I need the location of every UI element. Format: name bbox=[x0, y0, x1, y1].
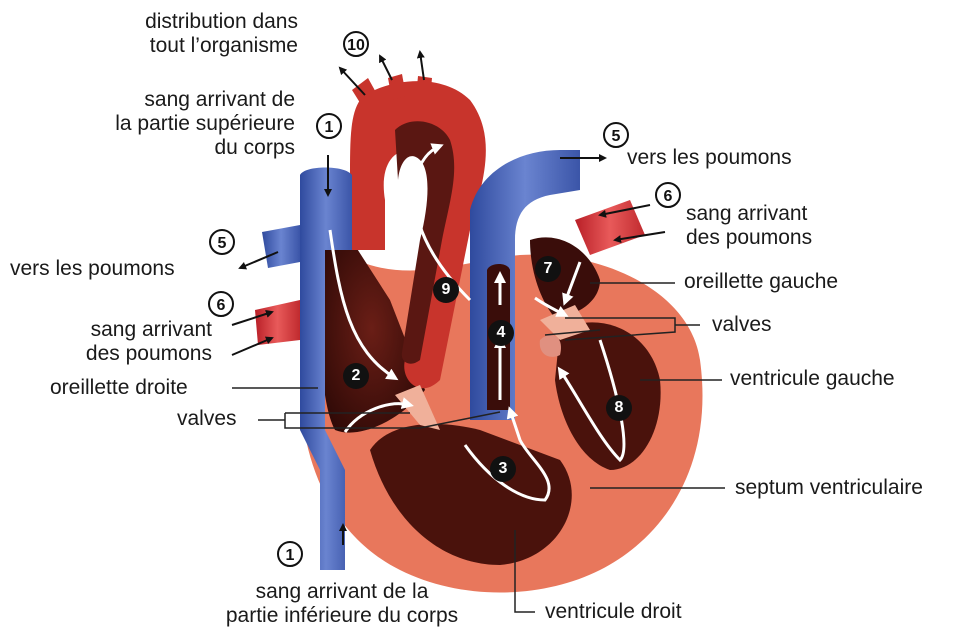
label-right-ventricle: ventricule droit bbox=[545, 600, 682, 624]
step-5-left-badge: 5 bbox=[209, 229, 235, 255]
step-10-badge: 10 bbox=[343, 31, 369, 57]
label-left-ventricle: ventricule gauche bbox=[730, 367, 895, 391]
left-pulmonary-artery bbox=[262, 225, 300, 268]
label-to-lungs-right: vers les poumons bbox=[627, 146, 792, 170]
left-pulmonary-veins bbox=[255, 300, 300, 345]
arrow-10-a bbox=[340, 68, 365, 95]
label-right-atrium: oreillette droite bbox=[50, 376, 188, 400]
label-lower-body: sang arrivant de la partie inférieure du… bbox=[192, 580, 492, 628]
arrow-6-left-b bbox=[232, 338, 272, 355]
step-6-left-badge: 6 bbox=[208, 291, 234, 317]
step-7-badge: 7 bbox=[535, 256, 561, 282]
label-valves-right: valves bbox=[712, 313, 772, 337]
step-8-badge: 8 bbox=[606, 395, 632, 421]
label-valves-left: valves bbox=[177, 407, 237, 431]
label-upper-body: sang arrivant de la partie supérieure du… bbox=[60, 88, 295, 160]
step-1-top-badge: 1 bbox=[316, 113, 342, 139]
label-from-lungs-left: sang arrivant des poumons bbox=[30, 318, 212, 366]
step-9-badge: 9 bbox=[433, 277, 459, 303]
arrow-10-b bbox=[380, 56, 392, 80]
label-left-atrium: oreillette gauche bbox=[684, 270, 838, 294]
label-distribution: distribution dans tout l’organisme bbox=[118, 10, 298, 58]
step-5-right-badge: 5 bbox=[603, 122, 629, 148]
arrow-10-c bbox=[420, 52, 424, 80]
label-from-lungs-right: sang arrivant des poumons bbox=[686, 202, 812, 250]
step-4-badge: 4 bbox=[488, 320, 514, 346]
step-3-badge: 3 bbox=[490, 456, 516, 482]
step-2-badge: 2 bbox=[343, 363, 369, 389]
step-6-right-badge: 6 bbox=[655, 182, 681, 208]
step-1-bottom-badge: 1 bbox=[277, 541, 303, 567]
label-to-lungs-left: vers les poumons bbox=[10, 257, 175, 281]
label-septum: septum ventriculaire bbox=[735, 476, 923, 500]
